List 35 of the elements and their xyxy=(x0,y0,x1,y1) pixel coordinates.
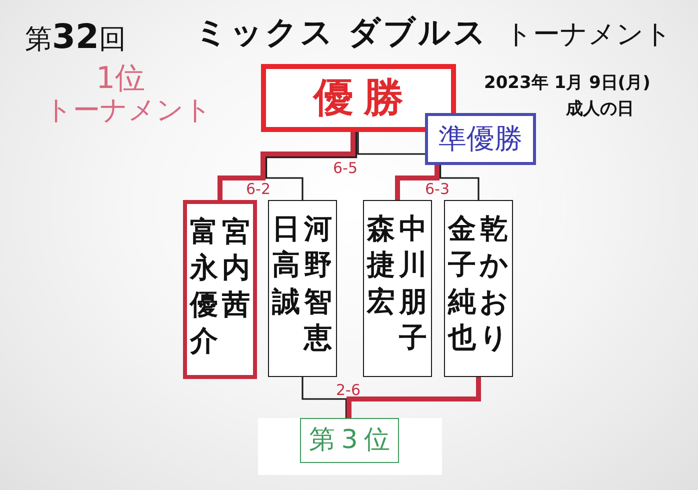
champion-text: 優勝 xyxy=(314,76,414,120)
player-name: 乾かおり xyxy=(479,211,510,356)
bracket-line xyxy=(357,132,425,155)
player-name: 日高誠 xyxy=(271,211,302,320)
score-label: 6-5 xyxy=(333,160,358,176)
player-name: 森捷宏 xyxy=(366,211,396,320)
runner-up-text: 準優勝 xyxy=(438,124,522,154)
category-text: トーナメント xyxy=(45,95,212,126)
bracket-line xyxy=(395,165,440,200)
date-text: 2023年 1月 9日(月) xyxy=(484,74,650,94)
bracket-line xyxy=(266,132,358,200)
subtitle-text: トーナメント xyxy=(505,19,672,50)
edition-text: 第32回 xyxy=(25,18,126,57)
team-card xyxy=(268,200,337,377)
third-place-text: 第3位 xyxy=(309,426,396,455)
team-card xyxy=(444,200,513,377)
bracket-line xyxy=(440,165,480,200)
rank-text: 1位 xyxy=(96,62,146,96)
player-name: 金子純也 xyxy=(447,211,478,356)
holiday-text: 成人の日 xyxy=(566,100,634,120)
runner-up-panel xyxy=(425,113,536,165)
title-text: ミックス ダブルス xyxy=(195,14,488,51)
score-label: 6-2 xyxy=(246,181,270,198)
player-name: 宮内茜 xyxy=(221,214,252,323)
score-label: 2-6 xyxy=(336,382,360,398)
team-card xyxy=(183,200,257,379)
bracket-line xyxy=(302,377,347,418)
bracket-line xyxy=(346,377,481,418)
player-name: 河野智恵 xyxy=(303,211,334,356)
score-label: 6-3 xyxy=(425,181,450,198)
team-card xyxy=(363,200,432,377)
bracket-line xyxy=(218,132,356,200)
player-name: 中川朋子 xyxy=(398,211,428,356)
third-place-panel xyxy=(300,418,399,463)
player-name: 富永優介 xyxy=(189,214,220,360)
